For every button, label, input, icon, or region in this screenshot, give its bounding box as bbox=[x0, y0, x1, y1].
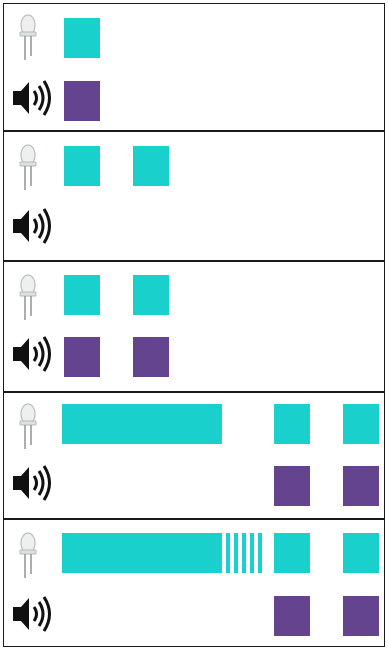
led-bulb-icon bbox=[19, 14, 37, 60]
signal-panel-4 bbox=[3, 392, 385, 519]
light-pulse-short bbox=[64, 275, 100, 315]
light-pulse-short bbox=[343, 533, 379, 573]
signal-panel-2 bbox=[3, 131, 385, 261]
signal-panel-5 bbox=[3, 519, 385, 647]
light-blink-stripe bbox=[242, 533, 246, 573]
led-bulb-icon bbox=[19, 274, 37, 320]
sound-pulse-short bbox=[133, 337, 169, 377]
sound-pulse-short bbox=[343, 466, 379, 506]
speaker-icon bbox=[13, 208, 51, 244]
speaker-icon bbox=[13, 465, 51, 501]
light-pulse-short bbox=[274, 533, 310, 573]
light-pulse-long bbox=[62, 533, 222, 573]
light-pulse-short bbox=[274, 404, 310, 444]
sound-pulse-short bbox=[64, 81, 100, 121]
led-bulb-icon bbox=[19, 403, 37, 449]
sound-pulse-short bbox=[274, 596, 310, 636]
sound-pulse-short bbox=[274, 466, 310, 506]
light-pulse-short bbox=[133, 275, 169, 315]
speaker-icon bbox=[13, 336, 51, 372]
led-bulb-icon bbox=[19, 144, 37, 190]
signal-panel-1 bbox=[3, 3, 385, 131]
sound-pulse-short bbox=[343, 596, 379, 636]
light-blink-stripe bbox=[250, 533, 254, 573]
light-blink-stripe bbox=[258, 533, 262, 573]
light-pulse-short bbox=[64, 18, 100, 58]
speaker-icon bbox=[13, 596, 51, 632]
light-blink-stripe bbox=[234, 533, 238, 573]
light-blink-stripe bbox=[226, 533, 230, 573]
light-pulse-short bbox=[133, 146, 169, 186]
sound-pulse-short bbox=[64, 337, 100, 377]
light-pulse-short bbox=[343, 404, 379, 444]
led-bulb-icon bbox=[19, 532, 37, 578]
signal-panel-3 bbox=[3, 261, 385, 392]
light-pulse-long bbox=[62, 404, 222, 444]
speaker-icon bbox=[13, 80, 51, 116]
light-pulse-short bbox=[64, 146, 100, 186]
